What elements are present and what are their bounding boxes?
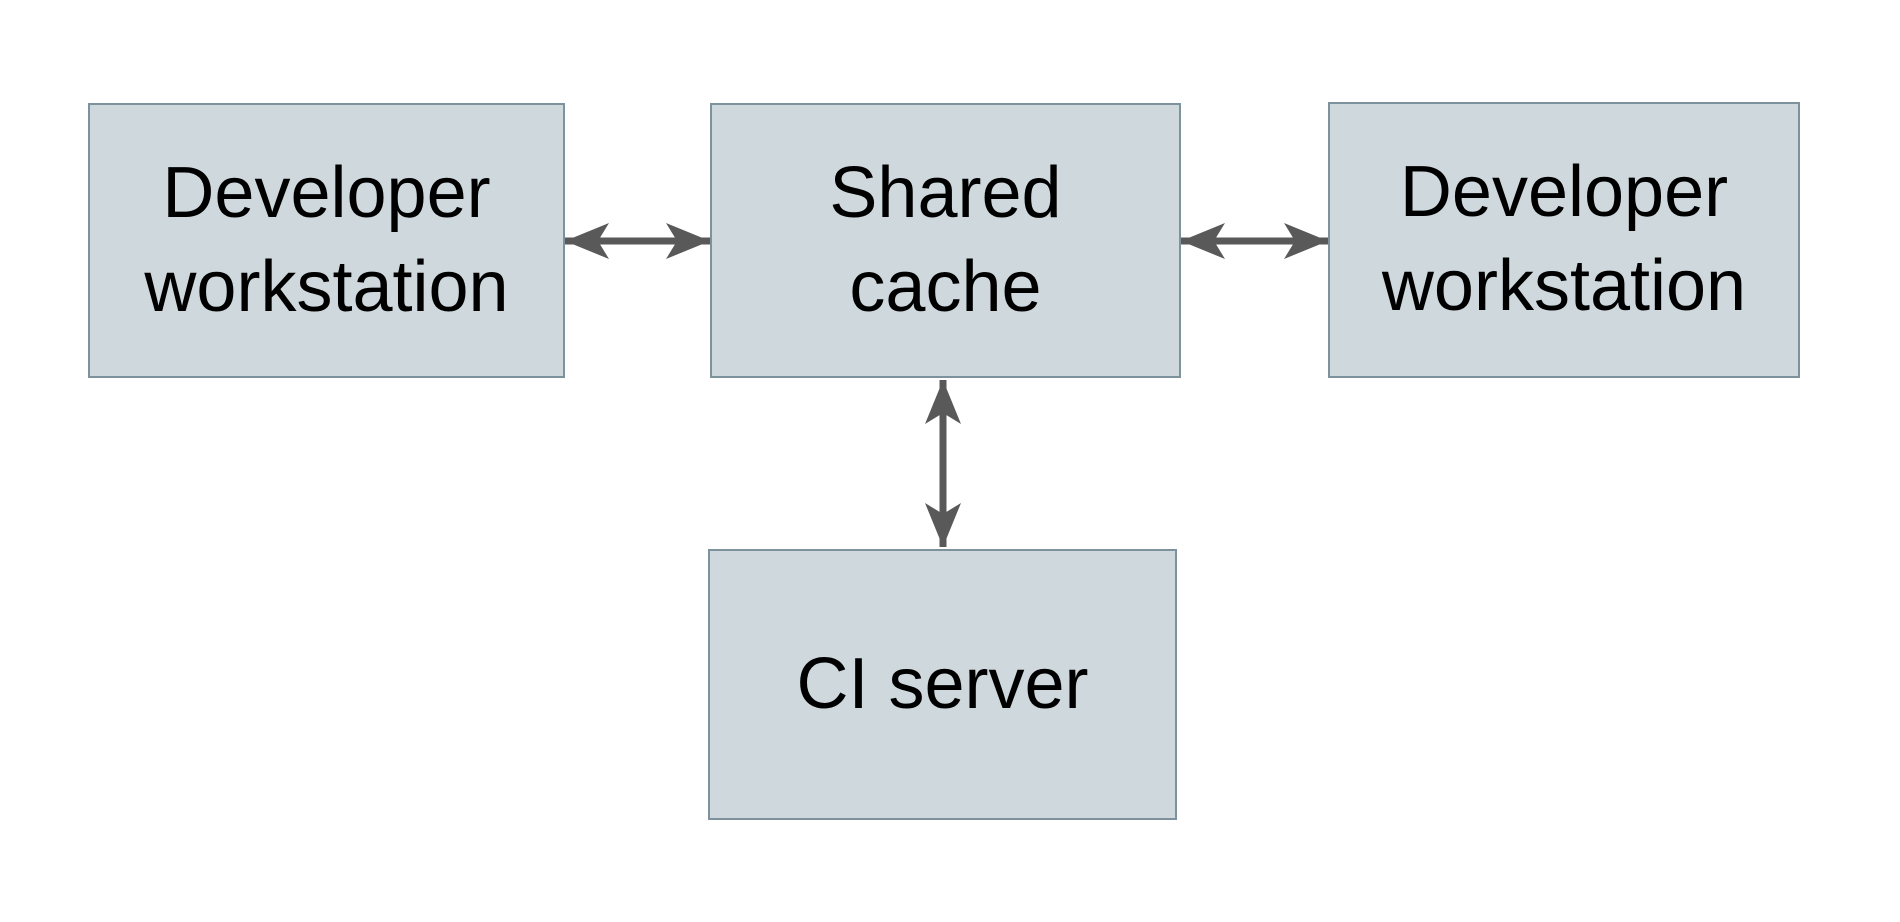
node-label: Developer workstation: [144, 152, 509, 327]
node-ci-server: CI server: [708, 549, 1177, 820]
node-label: CI server: [796, 643, 1089, 724]
node-shared-cache: Shared cache: [710, 103, 1181, 378]
node-developer-workstation-right: Developer workstation: [1328, 102, 1800, 378]
node-developer-workstation-left: Developer workstation: [88, 103, 565, 378]
node-label: Developer workstation: [1381, 152, 1747, 326]
node-label: Shared cache: [829, 152, 1062, 327]
